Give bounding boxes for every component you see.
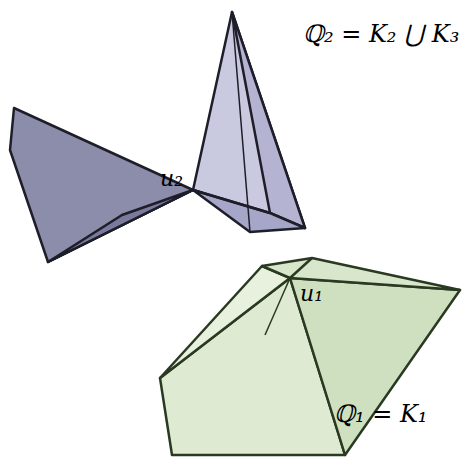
- complex-label: ℚ₂ = K₂ ⋃ K₃: [303, 22, 459, 46]
- right-cone-face: [193, 12, 305, 228]
- bowtie-complex: [10, 12, 305, 262]
- left-cone-face: [10, 108, 193, 262]
- edge-line: [193, 190, 270, 213]
- vertex-label: u₂: [160, 168, 183, 190]
- edge-line: [265, 278, 290, 335]
- pyramid-complex: [160, 258, 460, 455]
- pyramid-left-face: [160, 266, 290, 378]
- edge-line: [290, 258, 312, 278]
- left-cone-bottom: [48, 190, 193, 262]
- pyramid-right-face: [290, 278, 460, 455]
- edge-line: [48, 190, 193, 262]
- complex-label: ℚ₁ = K₁: [334, 402, 427, 426]
- edge-line: [232, 12, 250, 232]
- vertex-label: u₁: [300, 283, 323, 305]
- pyramid-top-face: [262, 258, 460, 290]
- right-cone-side: [232, 12, 305, 228]
